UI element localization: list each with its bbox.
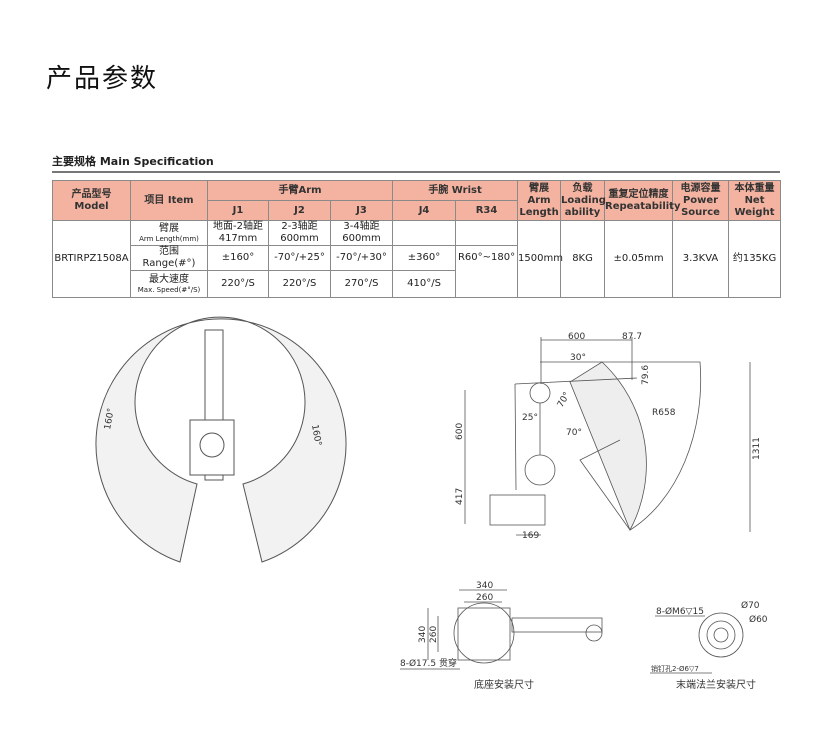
svg-text:70°: 70°	[566, 428, 582, 438]
svg-text:70°: 70°	[556, 391, 573, 410]
svg-text:Ø60: Ø60	[749, 614, 768, 625]
svg-text:87.7: 87.7	[622, 332, 642, 342]
svg-text:末端法兰安装尺寸: 末端法兰安装尺寸	[676, 678, 756, 691]
range-ring	[95, 316, 347, 563]
header-wrist: 手腕 Wrist	[392, 180, 519, 201]
header-j3: J3	[329, 200, 394, 221]
svg-text:417: 417	[455, 488, 465, 505]
header-r34: R34	[455, 200, 519, 221]
svg-text:Ø70: Ø70	[741, 600, 760, 611]
top-view-drawing: 160° 160°	[95, 316, 347, 563]
svg-text:340: 340	[418, 626, 428, 643]
svg-text:R658: R658	[652, 408, 676, 418]
section-heading: 主要规格 Main Specification	[52, 155, 214, 168]
side-view-drawing: 600 87.7 30° 79.6 70° 25° 70° R658 600 4…	[455, 332, 762, 541]
svg-text:160°: 160°	[309, 424, 323, 447]
svg-text:160°: 160°	[103, 407, 117, 430]
svg-text:30°: 30°	[570, 353, 586, 363]
flange-drawing: 8-ØM6▽15 Ø70 Ø60 销钉孔2-Ø6▽7 末端法兰安装尺寸	[650, 600, 768, 691]
svg-text:8-ØM6▽15: 8-ØM6▽15	[656, 606, 704, 617]
svg-text:8-Ø17.5 贯穿: 8-Ø17.5 贯穿	[400, 657, 457, 669]
header-j2: J2	[268, 200, 331, 221]
svg-text:340: 340	[476, 581, 493, 591]
divider	[52, 171, 780, 173]
svg-text:1311: 1311	[752, 437, 762, 460]
svg-text:600: 600	[455, 423, 465, 440]
svg-text:79.6: 79.6	[641, 365, 651, 385]
header-j4: J4	[392, 200, 457, 221]
svg-text:销钉孔2-Ø6▽7: 销钉孔2-Ø6▽7	[651, 664, 699, 673]
svg-text:260: 260	[476, 593, 493, 603]
svg-text:25°: 25°	[522, 413, 538, 423]
svg-text:169: 169	[522, 531, 539, 541]
base-mount-drawing: 340 260 340 260 8-Ø17.5 贯穿 底座安装尺寸	[400, 581, 603, 691]
page-title: 产品参数	[46, 64, 159, 94]
svg-text:600: 600	[568, 332, 585, 342]
svg-text:260: 260	[429, 626, 439, 643]
header-item: 项目 Item	[130, 180, 208, 221]
svg-text:底座安装尺寸: 底座安装尺寸	[474, 678, 534, 691]
model-cell: BRTIRPZ1508A	[52, 220, 131, 298]
